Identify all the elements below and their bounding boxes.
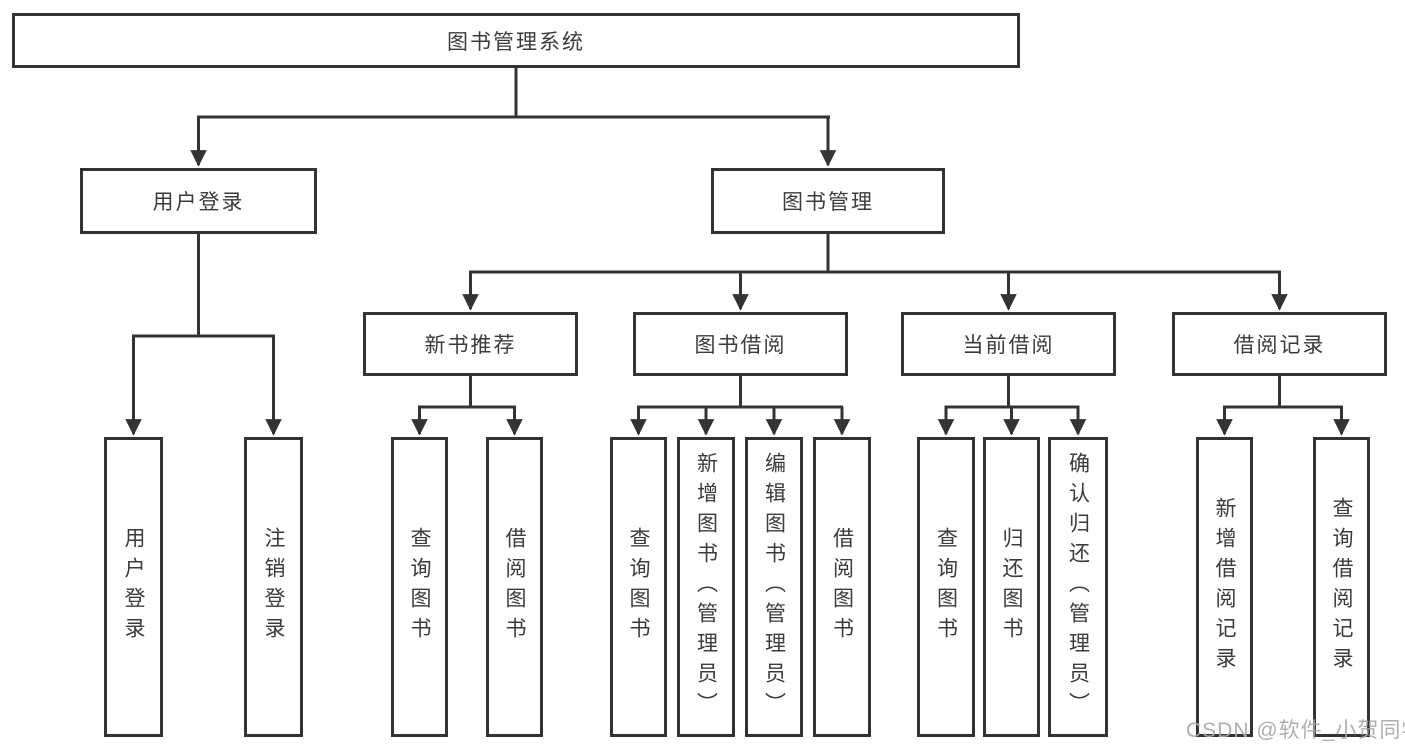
node-user-login-label: 用户登录 <box>152 191 245 214</box>
leaf-edit-book-admin: 编辑图书（管理员） <box>745 437 803 737</box>
leaf-user-login-label: 用户登录 <box>122 527 145 647</box>
node-user-login: 用户登录 <box>80 168 317 234</box>
leaf-add-book-admin: 新增图书（管理员） <box>677 437 735 737</box>
node-current-borrowing: 当前借阅 <box>901 312 1116 376</box>
leaf-user-login: 用户登录 <box>104 437 163 737</box>
leaf-add-book-admin-label: 新增图书（管理员） <box>694 452 718 722</box>
leaf-add-borrow-record: 新增借阅记录 <box>1196 437 1253 737</box>
leaf-confirm-return-admin: 确认归还（管理员） <box>1048 437 1108 737</box>
leaf-query-books-2: 查询图书 <box>610 437 667 737</box>
node-new-book-recommend-label: 新书推荐 <box>424 334 517 357</box>
leaf-edit-book-admin-label: 编辑图书（管理员） <box>762 452 786 722</box>
node-new-book-recommend: 新书推荐 <box>363 312 578 376</box>
node-borrow-records-label: 借阅记录 <box>1233 334 1326 357</box>
leaf-logout: 注销登录 <box>244 437 303 737</box>
node-book-management: 图书管理 <box>711 168 945 234</box>
leaf-query-books-2-label: 查询图书 <box>627 527 650 647</box>
leaf-confirm-return-admin-label: 确认归还（管理员） <box>1066 452 1090 722</box>
leaf-borrow-books-1: 借阅图书 <box>486 437 543 737</box>
node-book-borrowing: 图书借阅 <box>633 312 848 376</box>
leaf-logout-label: 注销登录 <box>262 527 285 647</box>
leaf-return-book: 归还图书 <box>983 437 1040 737</box>
leaf-borrow-books-2-label: 借阅图书 <box>830 527 854 647</box>
node-book-management-label: 图书管理 <box>782 191 874 214</box>
leaf-query-books-3: 查询图书 <box>917 437 975 737</box>
node-book-borrowing-label: 图书借阅 <box>694 334 787 357</box>
csdn-watermark: CSDN @软件_小贺同学 <box>1186 719 1405 742</box>
leaf-query-borrow-record-label: 查询借阅记录 <box>1330 497 1353 677</box>
node-borrow-records: 借阅记录 <box>1172 312 1387 376</box>
leaf-query-borrow-record: 查询借阅记录 <box>1313 437 1370 737</box>
leaf-borrow-books-2: 借阅图书 <box>813 437 871 737</box>
leaf-return-book-label: 归还图书 <box>1000 527 1023 647</box>
leaf-query-books-3-label: 查询图书 <box>934 527 958 647</box>
node-current-borrowing-label: 当前借阅 <box>962 334 1055 357</box>
leaf-query-books-1-label: 查询图书 <box>408 527 431 647</box>
root-node: 图书管理系统 <box>12 13 1020 68</box>
leaf-borrow-books-1-label: 借阅图书 <box>503 527 526 647</box>
leaf-query-books-1: 查询图书 <box>391 437 448 737</box>
root-node-label: 图书管理系统 <box>447 30 585 54</box>
leaf-add-borrow-record-label: 新增借阅记录 <box>1213 497 1236 677</box>
